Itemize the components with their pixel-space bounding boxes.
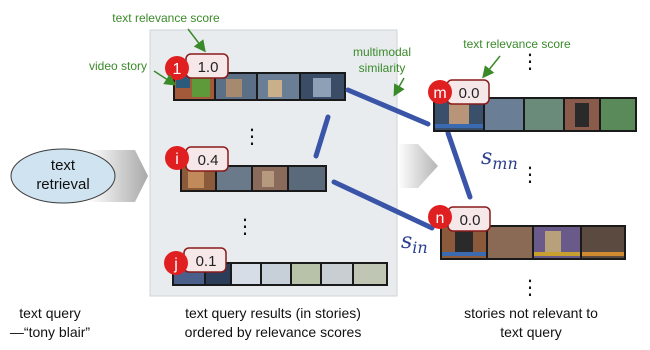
s-mn-label: smn <box>481 145 518 173</box>
story-j-score: 0.1 <box>196 253 217 270</box>
similarity-link-1-m <box>345 87 431 127</box>
story-m-id: m <box>433 85 446 102</box>
multimodal-similarity-pointer <box>393 77 405 97</box>
results-caption-line2: ordered by relevance scores <box>185 324 362 340</box>
story-i: 0.4 i <box>165 146 327 192</box>
story-1-score: 1.0 <box>198 59 219 76</box>
text-relevance-score-right-pointer <box>482 55 501 79</box>
story-1-thumbnails <box>173 72 346 101</box>
story-n-id: n <box>436 210 445 227</box>
irrelevant-ellipsis-top: ⋮ <box>520 51 540 73</box>
story-1-badge <box>165 56 189 80</box>
video-story-pointer <box>153 70 177 86</box>
text-relevance-score-right-label: text relevance score <box>463 37 571 51</box>
story-i-score: 0.4 <box>198 152 219 169</box>
story-i-badge <box>165 146 189 170</box>
story-1-id: 1 <box>173 61 182 78</box>
query-caption-line2: —“tony blair” <box>10 324 90 340</box>
multimodal-similarity-line2: similarity <box>359 61 406 75</box>
text-retrieval-label-line2: retrieval <box>36 176 89 193</box>
results-ellipsis-top: ⋮ <box>242 126 262 148</box>
results-ellipsis-bottom: ⋮ <box>235 216 255 238</box>
similarity-link-i-n <box>331 179 435 231</box>
irrelevant-caption-line2: text query <box>500 324 561 340</box>
story-j-thumbnails <box>172 262 388 286</box>
story-m-score: 0.0 <box>459 85 480 102</box>
similarity-link-1-i <box>313 114 331 159</box>
text-relevance-score-left-label: text relevance score <box>112 11 220 25</box>
irrelevant-ellipsis-middle: ⋮ <box>520 164 540 186</box>
result-flow-arrow <box>398 144 438 188</box>
text-relevance-score-left-pointer <box>187 28 206 53</box>
story-j-id: j <box>173 256 178 273</box>
story-n-score: 0.0 <box>460 212 481 229</box>
results-caption-line1: text query results (in stories) <box>185 305 361 321</box>
query-caption-line1: text query <box>19 305 80 321</box>
story-n-badge <box>428 205 452 229</box>
text-retrieval-label-line1: text <box>51 157 76 174</box>
story-i-id: i <box>175 151 179 168</box>
story-n: 0.0 n <box>428 205 626 260</box>
story-j-badge <box>164 251 188 275</box>
irrelevant-caption-line1: stories not relevant to <box>464 305 598 321</box>
story-1: 1.0 1 <box>165 53 346 101</box>
text-retrieval-node: text retrieval <box>10 148 116 204</box>
story-m: 0.0 m <box>428 79 637 132</box>
story-m-badge <box>428 80 452 104</box>
multimodal-similarity-line1: multimodal <box>353 45 411 59</box>
video-story-label: video story <box>89 59 147 73</box>
s-in-label: sin <box>401 229 428 257</box>
similarity-link-m-n <box>445 130 473 200</box>
story-j: 0.1 j <box>164 247 388 286</box>
irrelevant-ellipsis-bottom: ⋮ <box>520 277 540 299</box>
